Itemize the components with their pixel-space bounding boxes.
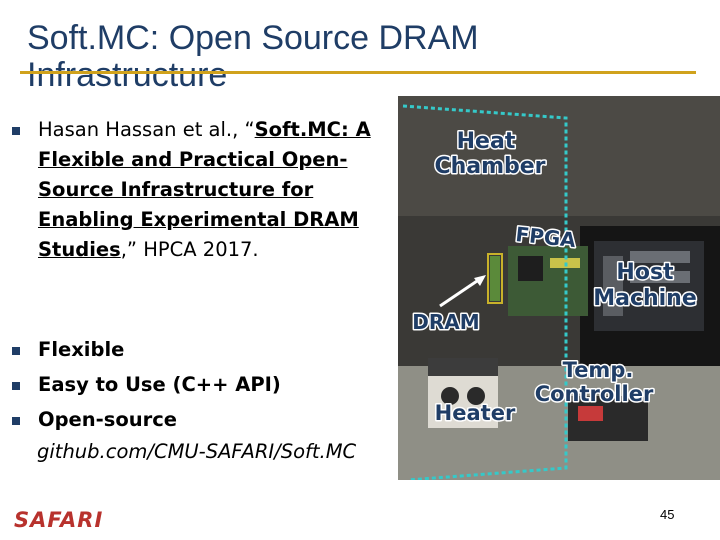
feature-text: Flexible xyxy=(38,338,125,361)
label-heater: Heater xyxy=(435,401,516,425)
bullet-marker xyxy=(12,417,20,425)
testing-infrastructure-photo: Heat Chamber FPGA Host Machine DRAM Temp… xyxy=(398,96,720,480)
label-heat-chamber-line1: Heat xyxy=(457,129,516,154)
citation-venue: ,” HPCA 2017. xyxy=(120,238,259,261)
citation-text: Hasan Hassan et al., “Soft.MC: A Flexibl… xyxy=(38,115,398,265)
label-dram: DRAM xyxy=(412,310,479,334)
label-heat-chamber-line2: Chamber xyxy=(434,154,545,179)
bullet-marker xyxy=(12,382,20,390)
page-number: 45 xyxy=(660,507,675,522)
label-host-line1: Host xyxy=(616,260,674,285)
slide-title: Soft.MC: Open Source DRAM Infrastructure xyxy=(27,19,479,94)
title-divider xyxy=(20,71,696,74)
label-temp-line1: Temp. xyxy=(563,358,634,382)
bullet-marker xyxy=(12,127,20,135)
bullet-marker xyxy=(12,347,20,355)
safari-logo: SAFARI xyxy=(14,508,104,532)
label-host-line2: Machine xyxy=(593,286,697,311)
label-temp-line2: Controller xyxy=(535,382,654,406)
citation-paper-title[interactable]: Soft.MC: A Flexible and Practical Open-S… xyxy=(38,118,371,261)
citation-authors: Hasan Hassan et al., “ xyxy=(38,118,255,141)
github-link[interactable]: github.com/CMU-SAFARI/Soft.MC xyxy=(37,440,357,463)
feature-text: Easy to Use (C++ API) xyxy=(38,373,281,396)
feature-text: Open-source xyxy=(38,408,178,431)
